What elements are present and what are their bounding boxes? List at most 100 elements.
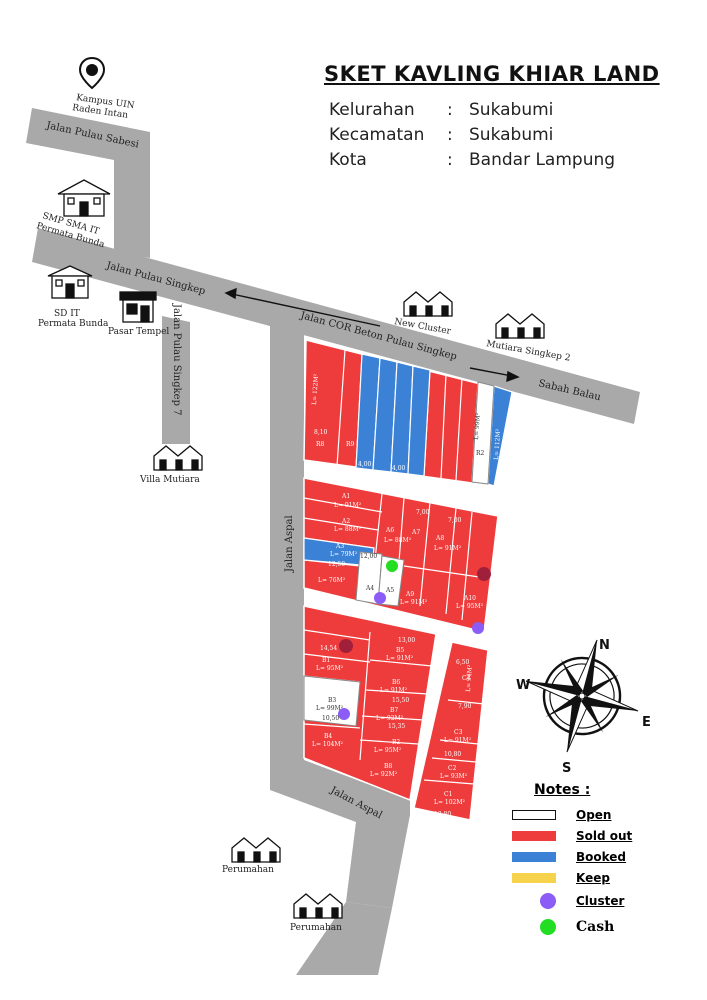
school-icon [47,265,93,299]
dim-label: 7,90 [458,703,472,710]
legend-label: Booked [576,849,627,864]
lot-area: L= 99M² [473,412,482,440]
lot-label: A9 [405,591,414,598]
lot-area: L= 91M² [380,687,408,694]
lot-dividers-lower-right [423,699,485,785]
lot-labels: R8 L= 122M² R9 R2 L= 99M² R1 L= 112M² 4,… [311,373,504,818]
direction-arrows [224,287,520,383]
lot-label: B8 [384,763,392,770]
roads [26,108,640,975]
legend-item-booked: Booked [512,846,692,867]
house-cluster-icon [293,893,343,919]
legend-item-keep: Keep [512,867,692,888]
legend-swatch [512,872,556,883]
legend-dot [540,893,556,909]
lot-area: L= 112M² [493,428,502,460]
lot-area: L= 76M² [318,577,346,584]
lot-label: R9 [346,441,355,448]
compass-west: W [516,678,530,693]
lot-area: L= 102M² [434,799,466,806]
landmark-label: Pasar Tempel [108,327,169,337]
lot-label: B7 [390,707,398,714]
legend-item-cluster: Cluster [512,888,692,914]
road-aspal-vertical [270,318,410,908]
school-icon [57,179,111,217]
lot-label: C4 [462,675,471,682]
dim-label: 4,00 [358,461,372,468]
lot-label: B3 [328,697,336,704]
legend-label: Open [576,807,612,822]
lot-label: R2 [476,450,485,457]
lot-label: A3 [335,543,344,550]
legend-swatch [512,809,556,820]
legend-label: Cluster [576,894,625,908]
cluster-marker [374,592,386,604]
lot-area: L= 88M² [334,526,362,533]
lot-area: L= 91M² [444,737,472,744]
road-lower-spur [296,902,392,975]
info-key: Kecamatan [329,125,425,145]
sold-marker [477,567,491,581]
road-pulau-singkep-7 [162,316,190,444]
compass-rose-icon [525,639,639,753]
lot-area: L= 95M² [316,665,344,672]
lot-label: A4 [365,585,374,592]
legend-item-sold-out: Sold out [512,825,692,846]
open-lot-a5 [377,555,405,607]
market-icon [119,291,157,323]
info-value: Sukabumi [469,100,554,120]
legend-label: Cash [576,919,615,935]
info-key: Kota [329,150,367,170]
booked-lots-top [355,353,513,487]
compass-south: S [562,761,571,776]
lot-area: L= 91M² [434,545,462,552]
lot-area: L= 122M² [311,373,320,405]
lot-label: B1 [322,657,330,664]
cluster-marker [338,708,350,720]
lot-area: L= 99M² [316,705,344,712]
info-row-kecamatan: Kecamatan:Sukabumi [329,125,553,145]
landmark-label: Perumahan [222,865,274,875]
dim-label: 12,50 [328,561,345,568]
dim-label: 13,80 [434,811,451,818]
info-separator: : [447,150,453,170]
compass-north: N [599,638,610,653]
block-lower-right [413,641,489,821]
road-label: Jalan Aspal [284,515,295,573]
road-pulau-sabesi [26,108,150,258]
compass-east: E [642,715,651,730]
legend-label: Sold out [576,828,633,843]
lot-area: L= 88M² [384,537,412,544]
map-pin-icon [78,56,106,90]
lot-label: C1 [444,791,452,798]
landmark-label: Permata Bunda [38,319,109,329]
legend-dot [540,919,556,935]
lot-area: L= 91M² [334,502,362,509]
house-cluster-icon [153,445,203,471]
lot-area: L= 93M² [440,773,468,780]
lot-area: L= 92M² [370,771,398,778]
lot-label: A2 [341,518,350,525]
open-lot-r2 [471,381,495,485]
lot-label: B2 [392,739,400,746]
lot-label: R8 [316,441,325,448]
dim-label: 10,80 [444,751,461,758]
house-cluster-icon [403,291,453,317]
lot-label: A6 [385,527,394,534]
legend-swatch [512,830,556,841]
page-title: SKET KAVLING KHIAR LAND [324,62,660,86]
compass-labels: N E S W [516,638,651,776]
landmark-label: SD IT [54,309,80,319]
dim-label: 13,00 [398,637,415,644]
lot-area: L= 92M² [376,715,404,722]
lot-label: A10 [463,595,476,602]
cash-marker [386,560,398,572]
info-row-kota: Kota:Bandar Lampung [329,150,615,170]
cluster-marker [472,622,484,634]
info-separator: : [447,125,453,145]
dim-label: 12,00 [360,553,377,560]
lot-area: L= 104M² [312,741,344,748]
dim-label: 14,54 [320,645,337,652]
